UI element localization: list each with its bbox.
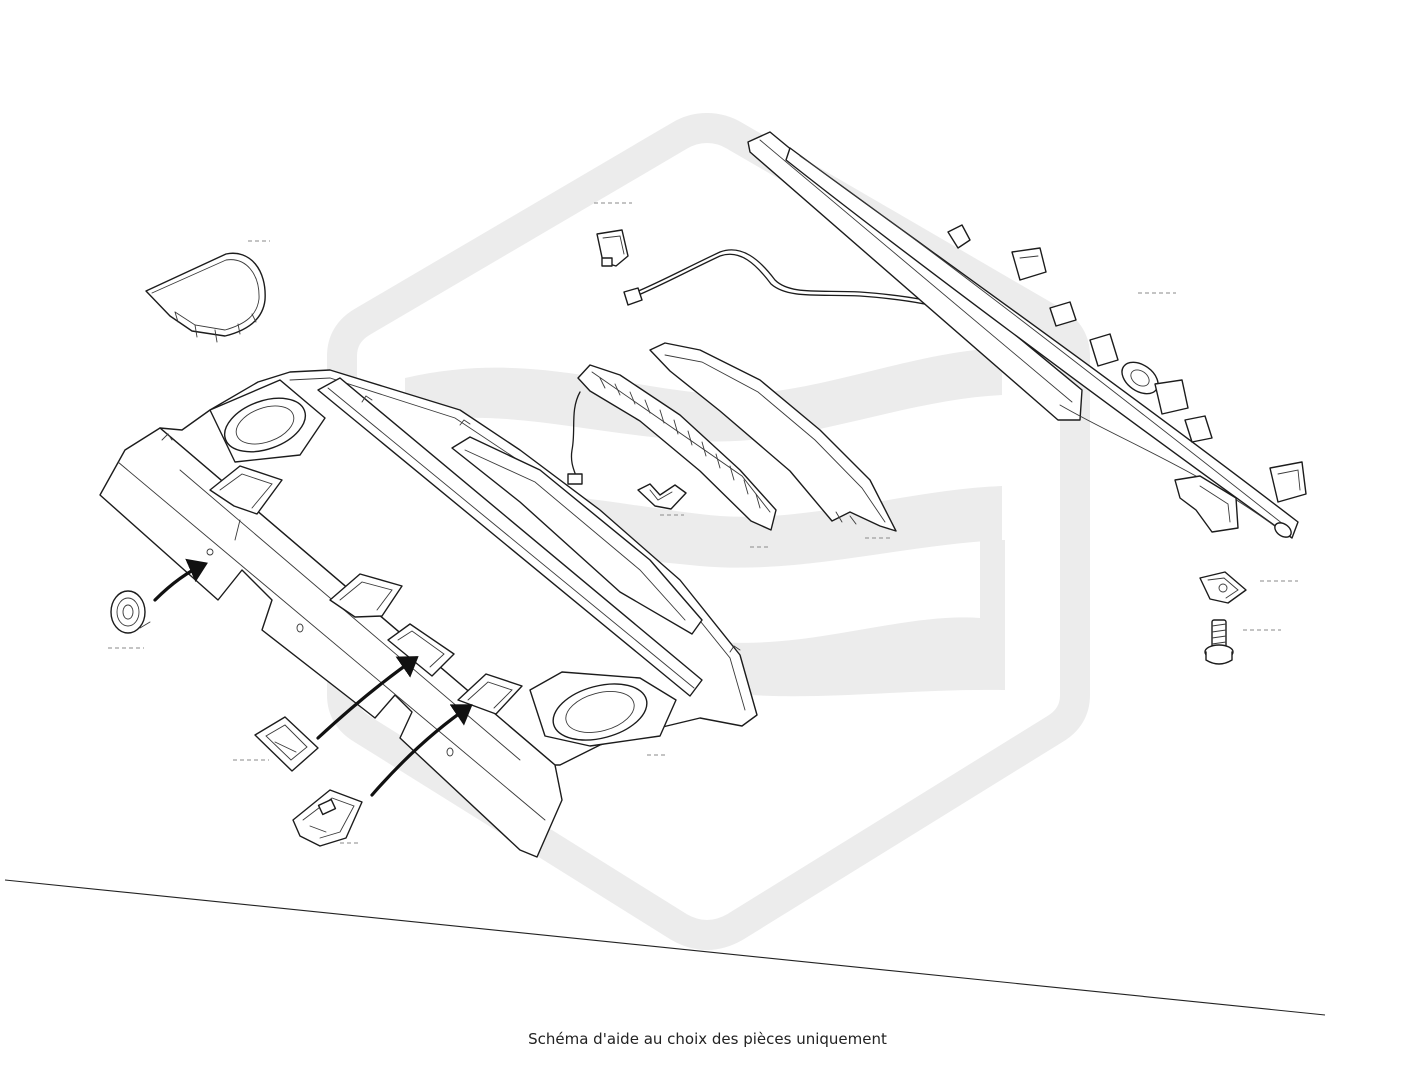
third-brake-light [567, 364, 777, 531]
speaker-grille-cover [145, 252, 266, 343]
bolt [1204, 619, 1234, 665]
switch-module [292, 789, 363, 847]
ground-line [4, 879, 1326, 1016]
arrow-vent-insert [316, 656, 419, 740]
arrow-grommet [153, 558, 208, 602]
brake-light-lens [649, 342, 897, 532]
vent-insert [254, 716, 319, 772]
mounting-clip [637, 483, 687, 510]
electrical-connector [596, 229, 629, 267]
roller-blind-assembly [747, 131, 1307, 539]
rear-parcel-shelf [99, 369, 758, 858]
diagram-caption: Schéma d'aide au choix des pièces unique… [528, 1030, 887, 1048]
wiring-harness [623, 249, 949, 311]
arrow-switch [370, 704, 473, 797]
clip-nut [1199, 571, 1247, 604]
grommet-plug [110, 590, 151, 634]
reference-label-placeholders [108, 202, 1298, 844]
